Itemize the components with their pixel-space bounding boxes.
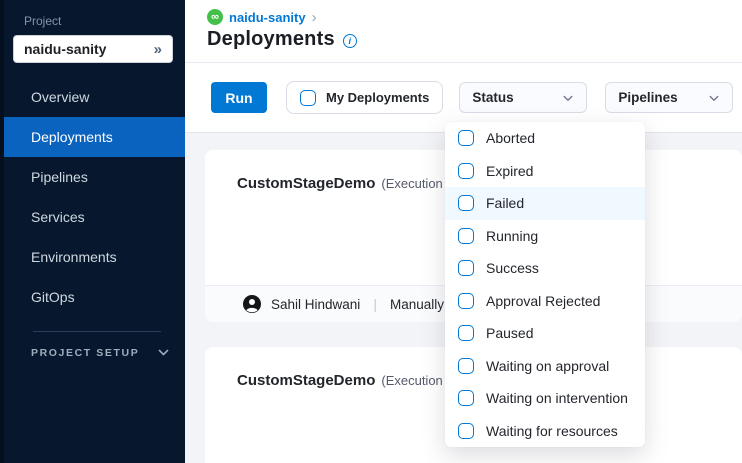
status-menu-item[interactable]: Success	[445, 252, 645, 285]
status-menu-item[interactable]: Aborted	[445, 122, 645, 155]
status-checkbox[interactable]	[458, 423, 474, 439]
info-icon[interactable]: i	[343, 34, 357, 48]
project-setup-label: PROJECT SETUP	[31, 347, 139, 359]
sidebar-item[interactable]: Overview	[0, 77, 185, 117]
sidebar-item[interactable]: GitOps	[0, 277, 185, 317]
sidebar: Project naidu-sanity » Overview Deployme…	[0, 0, 185, 463]
sidebar-item[interactable]: Deployments	[0, 117, 185, 157]
status-checkbox[interactable]	[458, 260, 474, 276]
status-menu-item-label: Running	[486, 228, 538, 244]
triggered-by: Sahil Hindwani	[271, 297, 360, 312]
main-area: ∞ naidu-sanity › Deployments i Run My De…	[185, 0, 742, 463]
sidebar-item-label: Environments	[31, 249, 117, 265]
status-filter-menu: Aborted Expired Failed Running	[445, 122, 645, 447]
status-checkbox[interactable]	[458, 130, 474, 146]
run-button[interactable]: Run	[211, 82, 267, 113]
status-checkbox[interactable]	[458, 293, 474, 309]
sidebar-item-label: Deployments	[31, 129, 113, 145]
title-row: Deployments i	[207, 28, 742, 51]
breadcrumb-project-link[interactable]: naidu-sanity	[229, 10, 306, 25]
breadcrumb: ∞ naidu-sanity ›	[207, 9, 742, 25]
sidebar-item-label: Pipelines	[31, 169, 88, 185]
sidebar-nav: Overview Deployments Pipelines Services …	[0, 77, 185, 317]
chevron-down-icon	[562, 92, 574, 104]
my-deployments-label: My Deployments	[326, 90, 429, 105]
sidebar-item[interactable]: Pipelines	[0, 157, 185, 197]
sidebar-edge	[0, 0, 4, 463]
status-menu-item[interactable]: Paused	[445, 317, 645, 350]
status-menu-item-label: Expired	[486, 163, 533, 179]
status-menu-item-label: Failed	[486, 195, 524, 211]
footer-separator: |	[373, 296, 377, 312]
status-menu-item-label: Success	[486, 260, 539, 276]
breadcrumb-chevron-icon: ›	[312, 10, 317, 25]
user-avatar-icon	[243, 295, 261, 313]
pipeline-name[interactable]: CustomStageDemo	[237, 175, 375, 192]
status-menu-item-label: Aborted	[486, 130, 535, 146]
trigger-type: Manually	[390, 297, 444, 312]
sidebar-item[interactable]: Services	[0, 197, 185, 237]
status-checkbox[interactable]	[458, 325, 474, 341]
pipelines-dropdown-label: Pipelines	[618, 90, 677, 105]
status-menu-item[interactable]: Failed	[445, 187, 645, 220]
page-header: ∞ naidu-sanity › Deployments i	[185, 0, 742, 63]
status-menu-item[interactable]: Waiting for resources	[445, 415, 645, 448]
status-menu-item-label: Waiting on approval	[486, 358, 609, 374]
status-checkbox[interactable]	[458, 195, 474, 211]
sidebar-divider	[33, 331, 161, 332]
chevron-down-icon	[157, 346, 170, 359]
project-selector[interactable]: naidu-sanity »	[13, 35, 173, 63]
status-checkbox[interactable]	[458, 228, 474, 244]
double-chevron-right-icon[interactable]: »	[154, 42, 162, 57]
status-menu-item-label: Waiting for resources	[486, 423, 618, 439]
project-setup-toggle[interactable]: PROJECT SETUP	[0, 346, 185, 359]
sidebar-item-label: Overview	[31, 89, 89, 105]
status-menu-item[interactable]: Approval Rejected	[445, 285, 645, 318]
my-deployments-checkbox[interactable]	[300, 90, 316, 106]
status-menu-item[interactable]: Waiting on approval	[445, 350, 645, 383]
pipelines-dropdown[interactable]: Pipelines	[605, 82, 733, 113]
sidebar-item-label: GitOps	[31, 289, 75, 305]
status-dropdown[interactable]: Status	[459, 82, 587, 113]
status-menu-item-label: Approval Rejected	[486, 293, 600, 309]
project-label: Project	[24, 14, 185, 28]
page-title: Deployments	[207, 28, 335, 51]
sidebar-item-label: Services	[31, 209, 85, 225]
sidebar-item[interactable]: Environments	[0, 237, 185, 277]
status-checkbox[interactable]	[458, 358, 474, 374]
cd-module-icon: ∞	[207, 9, 223, 25]
pipeline-name[interactable]: CustomStageDemo	[237, 372, 375, 389]
status-menu-item[interactable]: Expired	[445, 155, 645, 188]
status-checkbox[interactable]	[458, 163, 474, 179]
status-checkbox[interactable]	[458, 390, 474, 406]
status-dropdown-label: Status	[472, 90, 513, 105]
status-menu-item[interactable]: Running	[445, 220, 645, 253]
status-menu-item[interactable]: Waiting on intervention	[445, 382, 645, 415]
my-deployments-filter[interactable]: My Deployments	[286, 81, 443, 114]
project-selector-value: naidu-sanity	[24, 41, 106, 57]
status-menu-item-label: Paused	[486, 325, 533, 341]
status-menu-item-label: Waiting on intervention	[486, 390, 628, 406]
chevron-down-icon	[708, 92, 720, 104]
